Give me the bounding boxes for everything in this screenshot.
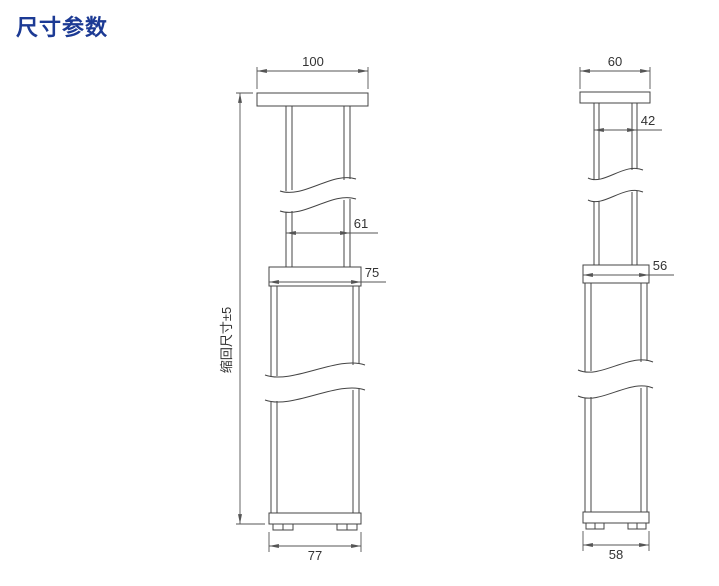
left-dim-61-label: 61 bbox=[354, 216, 368, 231]
left-dim-100-extensions bbox=[256, 67, 369, 89]
left-dim-77-extensions bbox=[268, 532, 362, 552]
right-dim-56-label: 56 bbox=[653, 258, 667, 273]
right-dim-58-label: 58 bbox=[609, 547, 623, 562]
left-lower-tube-upper-segment bbox=[270, 286, 360, 377]
right-figure-geometry bbox=[577, 91, 654, 530]
right-figure-dimensions: 60 42 56 58 bbox=[579, 54, 674, 562]
left-dim-75-label: 75 bbox=[365, 265, 379, 280]
right-top-plate bbox=[579, 91, 651, 104]
right-upper-tube-lower-segment bbox=[593, 191, 638, 265]
left-upper-tube-lower-segment bbox=[285, 199, 351, 267]
left-upper-tube-upper-segment bbox=[285, 106, 351, 191]
right-collar bbox=[582, 264, 650, 284]
left-base-plate bbox=[268, 512, 362, 525]
left-figure-dimensions: 100 61 75 77 缩回尺寸±5 bbox=[219, 54, 386, 563]
right-dim-58-extensions bbox=[582, 531, 650, 551]
left-lower-tube-break bbox=[264, 362, 366, 403]
right-dim-60-extensions bbox=[579, 67, 651, 89]
page-title: 尺寸参数 bbox=[16, 15, 109, 40]
right-lower-tube-lower-segment bbox=[584, 387, 648, 512]
left-lower-tube-lower-segment bbox=[270, 389, 360, 513]
right-base-plate bbox=[582, 511, 650, 524]
right-lower-tube-break bbox=[577, 359, 654, 399]
right-feet bbox=[585, 523, 647, 530]
left-figure-geometry bbox=[256, 92, 369, 531]
left-dim-100-label: 100 bbox=[302, 54, 324, 69]
figure-left-column: 100 61 75 77 缩回尺寸±5 bbox=[219, 54, 386, 563]
left-upper-tube-break bbox=[279, 177, 357, 213]
right-lower-tube-upper-segment bbox=[584, 283, 648, 372]
left-feet bbox=[272, 524, 358, 531]
figure-right-column: 60 42 56 58 bbox=[577, 54, 674, 562]
left-dim-height-label: 缩回尺寸±5 bbox=[219, 307, 234, 373]
right-upper-tube-upper-segment bbox=[593, 103, 638, 180]
right-dim-60-label: 60 bbox=[608, 54, 622, 69]
left-dim-77-label: 77 bbox=[308, 548, 322, 563]
left-top-plate bbox=[256, 92, 369, 107]
right-upper-tube-break bbox=[587, 167, 644, 203]
left-collar bbox=[268, 266, 362, 287]
right-dim-42-label: 42 bbox=[641, 113, 655, 128]
